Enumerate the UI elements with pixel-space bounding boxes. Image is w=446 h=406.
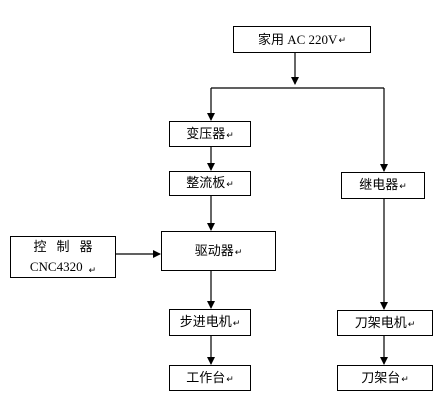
return-mark: ↵ — [226, 374, 234, 385]
return-mark: ↵ — [88, 265, 97, 275]
worktable-box: 工作台↵ — [169, 365, 251, 391]
return-mark: ↵ — [232, 319, 241, 329]
return-mark: ↵ — [399, 182, 407, 192]
transformer-box: 变压器↵ — [169, 121, 251, 147]
controller-box: 控制器 CNC4320 ↵ — [10, 236, 116, 278]
driver-box: 驱动器↵ — [161, 231, 276, 271]
power-supply-label: 家用 AC 220V — [258, 32, 338, 47]
worktable-label: 工作台 — [186, 370, 226, 386]
tool-post-label: 刀架台 — [361, 370, 401, 386]
controller-model-line: CNC4320 ↵ — [29, 259, 97, 275]
relay-box: 继电器↵ — [341, 172, 425, 199]
return-mark: ↵ — [226, 130, 234, 141]
stepper-motor-box: 步进电机↵ — [169, 309, 251, 336]
transformer-label: 变压器 — [186, 126, 226, 142]
return-mark: ↵ — [401, 374, 409, 385]
return-mark: ↵ — [407, 319, 416, 330]
power-supply-box: 家用 AC 220V↵ — [233, 26, 371, 53]
tool-post-motor-label: 刀架电机 — [354, 315, 407, 331]
return-mark: ↵ — [234, 247, 243, 258]
stepper-motor-label: 步进电机 — [179, 315, 232, 330]
tool-post-motor-box: 刀架电机↵ — [337, 310, 433, 336]
return-mark: ↵ — [226, 180, 234, 190]
rectifier-box: 整流板↵ — [169, 171, 251, 196]
return-mark: ↵ — [338, 36, 346, 46]
tool-post-box: 刀架台↵ — [337, 365, 433, 391]
controller-label: 控制器 — [33, 240, 103, 255]
relay-label: 继电器 — [359, 178, 399, 193]
driver-label: 驱动器 — [194, 243, 234, 259]
rectifier-label: 整流板 — [186, 176, 226, 191]
controller-model: CNC4320 — [29, 259, 83, 274]
